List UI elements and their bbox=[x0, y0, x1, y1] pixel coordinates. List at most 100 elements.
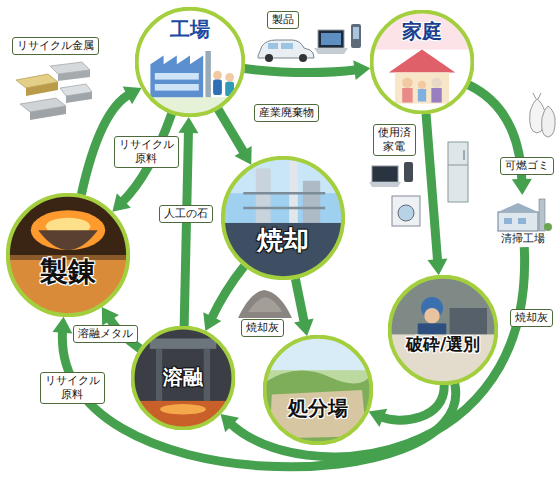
illustration-shape bbox=[58, 70, 90, 81]
illustration-shape bbox=[238, 290, 292, 318]
illustration-shape bbox=[463, 150, 465, 160]
illustration-shape bbox=[205, 51, 211, 97]
illustration-shape bbox=[150, 55, 203, 97]
illustration-shape bbox=[223, 158, 343, 278]
illustration-shape bbox=[150, 338, 217, 348]
arrow-head bbox=[512, 179, 532, 195]
illustration-shape bbox=[8, 195, 128, 315]
arrow-head bbox=[123, 87, 142, 105]
illustration-shape bbox=[156, 349, 162, 401]
illustration-shape bbox=[351, 24, 361, 48]
illustration-shape bbox=[213, 80, 222, 95]
illustration-shape bbox=[131, 326, 235, 430]
illustration-shape bbox=[404, 162, 413, 182]
illustration-shape bbox=[221, 156, 345, 280]
illustration-shape bbox=[431, 78, 441, 88]
arrow-head bbox=[353, 60, 370, 80]
illustration-shape bbox=[498, 203, 538, 212]
illustration-shape bbox=[370, 10, 474, 114]
illustration-shape bbox=[402, 78, 412, 88]
node-label: 製錬 bbox=[40, 257, 96, 288]
illustration-shape bbox=[137, 9, 244, 116]
edge-label: 製品 bbox=[267, 11, 299, 29]
illustration-shape bbox=[263, 335, 373, 445]
edge-label: 使用済 家電 bbox=[373, 124, 416, 156]
illustration-shape bbox=[268, 43, 278, 49]
illustration-shape bbox=[388, 275, 498, 385]
flow-connector bbox=[218, 109, 251, 165]
edge-label: 溶融メタル bbox=[73, 325, 138, 343]
connector-line bbox=[218, 109, 244, 153]
illustration-shape bbox=[370, 10, 474, 114]
illustration-shape bbox=[395, 72, 449, 103]
illustration-shape bbox=[221, 156, 345, 280]
edge-label: 人工の石 bbox=[159, 205, 213, 223]
arrow-head bbox=[178, 117, 198, 133]
illustration-shape bbox=[263, 335, 373, 445]
edge-label: 焼却灰 bbox=[510, 309, 553, 327]
illustration-shape bbox=[418, 81, 426, 89]
illustration-shape bbox=[66, 92, 92, 103]
flow-connector bbox=[203, 266, 244, 331]
illustration-shape bbox=[6, 257, 130, 317]
illustration-shape bbox=[369, 182, 401, 187]
node-label: 家庭 bbox=[402, 20, 442, 42]
illustration-shape bbox=[213, 71, 222, 80]
illustration-shape bbox=[542, 106, 556, 137]
illustration-shape bbox=[299, 54, 307, 62]
illustration-shape bbox=[388, 275, 498, 385]
arrow-head bbox=[294, 318, 314, 336]
illustration-shape bbox=[265, 337, 372, 444]
connector-line bbox=[381, 385, 445, 420]
factory-circle: 工場 bbox=[135, 7, 245, 117]
product-icons bbox=[258, 24, 361, 62]
connector-line bbox=[426, 114, 438, 262]
illustration-shape bbox=[321, 33, 341, 45]
arrow-head bbox=[234, 146, 251, 165]
cleaning-plant: 清掃工場 bbox=[491, 195, 555, 247]
illustration-shape bbox=[448, 165, 468, 166]
edge-label: 産業廃棄物 bbox=[254, 104, 319, 122]
ingots bbox=[16, 62, 92, 120]
illustration-shape bbox=[392, 196, 420, 226]
illustration-shape bbox=[133, 328, 234, 429]
illustration-shape bbox=[263, 370, 373, 445]
illustration-shape bbox=[498, 212, 538, 231]
arrow-head bbox=[203, 312, 221, 331]
edge-label: 焼却灰 bbox=[241, 319, 284, 337]
arrow-head bbox=[427, 258, 447, 275]
flow-connector bbox=[426, 114, 447, 275]
illustration-shape bbox=[281, 43, 293, 49]
illustration-shape bbox=[221, 156, 345, 280]
illustration-shape bbox=[6, 193, 130, 317]
illustration-shape bbox=[221, 223, 345, 280]
ash-pile bbox=[238, 290, 292, 318]
connector-line bbox=[295, 279, 304, 324]
illustration-shape bbox=[390, 277, 497, 384]
arrow-head bbox=[221, 414, 239, 432]
illustration-shape bbox=[38, 230, 98, 250]
illustration-shape bbox=[402, 88, 412, 103]
illustration-shape bbox=[155, 84, 199, 91]
node-label: 清掃工場 bbox=[501, 233, 545, 245]
illustration-shape bbox=[243, 193, 325, 208]
landfill-circle: 処分場 bbox=[263, 335, 373, 445]
illustration-shape bbox=[448, 142, 468, 202]
node-label: 溶融 bbox=[163, 366, 203, 388]
illustration-shape bbox=[353, 27, 359, 39]
connector-line bbox=[245, 69, 358, 73]
illustration-shape bbox=[389, 50, 456, 73]
connector-line bbox=[211, 266, 244, 319]
illustration-shape bbox=[424, 308, 439, 323]
illustration-shape bbox=[30, 106, 66, 120]
arrow-head bbox=[369, 409, 388, 427]
node-label: 工場 bbox=[170, 18, 210, 40]
crushing-circle: 破砕/選別 bbox=[388, 275, 498, 385]
illustration-shape bbox=[31, 210, 105, 250]
illustration-shape bbox=[265, 54, 273, 62]
home-circle: 家庭 bbox=[370, 10, 474, 114]
illustration-shape bbox=[225, 73, 234, 82]
illustration-shape bbox=[504, 218, 512, 224]
incineration-circle: 焼却 bbox=[221, 156, 345, 280]
